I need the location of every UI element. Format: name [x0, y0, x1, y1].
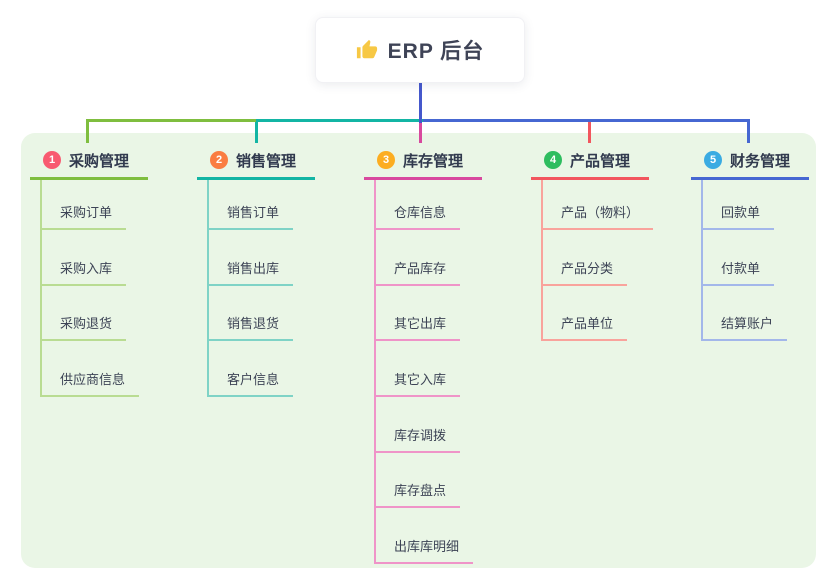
connector-drop-branch-2	[255, 121, 258, 143]
child-node[interactable]: 付款单	[703, 262, 775, 286]
list-item: 采购订单	[42, 180, 148, 230]
child-node[interactable]: 其它入库	[376, 373, 461, 398]
connector-drop-branch-5	[747, 119, 750, 143]
list-item: 库存盘点	[376, 453, 482, 509]
child-node[interactable]: 产品库存	[376, 262, 461, 286]
root-node[interactable]: ERP 后台	[315, 17, 525, 83]
child-node[interactable]: 其它出库	[376, 317, 461, 342]
child-node[interactable]: 仓库信息	[376, 206, 461, 230]
branch-purchase: 1 采购管理 采购订单 采购入库 采购退货 供应商信息	[30, 143, 148, 398]
child-node[interactable]: 采购订单	[42, 206, 127, 230]
branch-children: 采购订单 采购入库 采购退货 供应商信息	[40, 180, 148, 398]
child-node[interactable]: 采购退货	[42, 317, 127, 342]
branch-title-label: 采购管理	[69, 152, 130, 170]
connector-bus-teal	[256, 119, 423, 122]
list-item: 采购入库	[42, 230, 148, 286]
list-item: 回款单	[703, 180, 809, 230]
branches-panel	[21, 133, 816, 568]
branch-title-label: 产品管理	[570, 152, 631, 170]
child-node[interactable]: 产品单位	[543, 317, 628, 342]
branch-children: 销售订单 销售出库 销售退货 客户信息	[207, 180, 315, 398]
branch-number-badge: 1	[43, 151, 61, 169]
list-item: 销售订单	[209, 180, 315, 230]
list-item: 产品库存	[376, 230, 482, 286]
branch-finance: 5 财务管理 回款单 付款单 结算账户	[691, 143, 809, 342]
child-node[interactable]: 客户信息	[209, 373, 294, 398]
branch-title-label: 销售管理	[236, 152, 297, 170]
list-item: 出库库明细	[376, 508, 482, 565]
branch-children: 产品（物料） 产品分类 产品单位	[541, 180, 654, 342]
branch-number-badge: 5	[704, 151, 722, 169]
list-item: 销售退货	[209, 286, 315, 342]
child-node[interactable]: 回款单	[703, 206, 775, 230]
child-node[interactable]: 出库库明细	[376, 540, 474, 565]
child-node[interactable]: 库存调拨	[376, 429, 461, 453]
child-node[interactable]: 销售出库	[209, 262, 294, 286]
list-item: 其它入库	[376, 341, 482, 398]
branch-inventory: 3 库存管理 仓库信息 产品库存 其它出库 其它入库 库存调拨 库存盘点 出库库…	[364, 143, 482, 565]
branch-title-sales[interactable]: 2 销售管理	[197, 143, 315, 180]
child-node[interactable]: 采购入库	[42, 262, 127, 286]
list-item: 结算账户	[703, 286, 809, 342]
list-item: 销售出库	[209, 230, 315, 286]
list-item: 仓库信息	[376, 180, 482, 230]
connector-drop-branch-3	[419, 121, 422, 143]
list-item: 采购退货	[42, 286, 148, 342]
branch-title-purchase[interactable]: 1 采购管理	[30, 143, 148, 180]
branch-children: 仓库信息 产品库存 其它出库 其它入库 库存调拨 库存盘点 出库库明细	[374, 180, 482, 565]
branch-title-label: 库存管理	[403, 152, 464, 170]
child-node[interactable]: 销售退货	[209, 317, 294, 342]
connector-drop-branch-4	[588, 121, 591, 143]
connector-root-drop	[419, 83, 422, 123]
child-node[interactable]: 产品分类	[543, 262, 628, 286]
branch-number-badge: 4	[544, 151, 562, 169]
list-item: 付款单	[703, 230, 809, 286]
child-node[interactable]: 产品（物料）	[543, 206, 654, 230]
branch-number-badge: 2	[210, 151, 228, 169]
branch-children: 回款单 付款单 结算账户	[701, 180, 809, 342]
child-node[interactable]: 销售订单	[209, 206, 294, 230]
list-item: 客户信息	[209, 341, 315, 398]
root-label: ERP 后台	[387, 40, 485, 63]
branch-sales: 2 销售管理 销售订单 销售出库 销售退货 客户信息	[197, 143, 315, 398]
list-item: 产品分类	[543, 230, 649, 286]
connector-drop-branch-1	[86, 119, 89, 143]
branch-product: 4 产品管理 产品（物料） 产品分类 产品单位	[531, 143, 654, 342]
branch-title-label: 财务管理	[730, 152, 791, 170]
list-item: 产品（物料）	[543, 180, 654, 230]
branch-title-finance[interactable]: 5 财务管理	[691, 143, 809, 180]
branch-number-badge: 3	[377, 151, 395, 169]
list-item: 其它出库	[376, 286, 482, 342]
list-item: 产品单位	[543, 286, 649, 342]
connector-bus-blue	[423, 119, 750, 122]
child-node[interactable]: 库存盘点	[376, 484, 461, 509]
list-item: 供应商信息	[42, 341, 148, 398]
child-node[interactable]: 供应商信息	[42, 373, 140, 398]
list-item: 库存调拨	[376, 397, 482, 453]
branch-title-product[interactable]: 4 产品管理	[531, 143, 649, 180]
branch-title-inventory[interactable]: 3 库存管理	[364, 143, 482, 180]
child-node[interactable]: 结算账户	[703, 317, 788, 342]
connector-bus-green	[86, 119, 256, 122]
thumbs-up-icon	[356, 39, 378, 61]
